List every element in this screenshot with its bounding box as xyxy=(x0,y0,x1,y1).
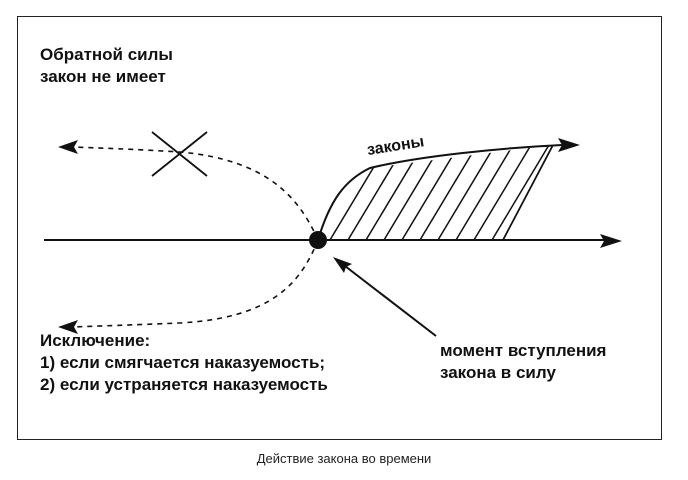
exceptions-item-1: 1) если смягчается наказуемость; xyxy=(40,353,326,372)
entry-into-force-point xyxy=(309,231,327,249)
laws-curve-arrowhead xyxy=(558,138,580,152)
exceptions-item-2: 2) если устраняется наказуемость xyxy=(40,375,328,394)
exceptions-label: Исключение: 1) если смягчается наказуемо… xyxy=(40,330,328,396)
no-retroactive-line2: закон не имеет xyxy=(40,67,166,86)
no-retroactive-force-label: Обратной силы закон не имеет xyxy=(40,44,173,88)
figure-caption: Действие закона во времени xyxy=(256,451,432,466)
exception-arrowhead xyxy=(58,320,78,334)
laws-curve xyxy=(317,144,563,241)
exception-dashed-curve xyxy=(71,239,319,328)
moment-line1: момент вступления xyxy=(440,341,607,360)
moment-pointer-arrowhead xyxy=(333,257,352,273)
prohibition-cross-icon xyxy=(151,131,208,177)
time-axis-arrowhead xyxy=(600,234,622,248)
moment-pointer-line xyxy=(344,265,437,337)
moment-line2: закона в силу xyxy=(440,363,556,382)
exceptions-heading: Исключение: xyxy=(40,331,151,350)
retroactive-dashed-curve xyxy=(71,146,319,241)
no-retroactive-line1: Обратной силы xyxy=(40,45,173,64)
diagram-frame xyxy=(17,16,662,440)
retroactive-arrowhead xyxy=(58,140,78,154)
laws-area-right-edge xyxy=(502,144,554,241)
moment-of-entry-label: момент вступления закона в силу xyxy=(440,340,606,384)
